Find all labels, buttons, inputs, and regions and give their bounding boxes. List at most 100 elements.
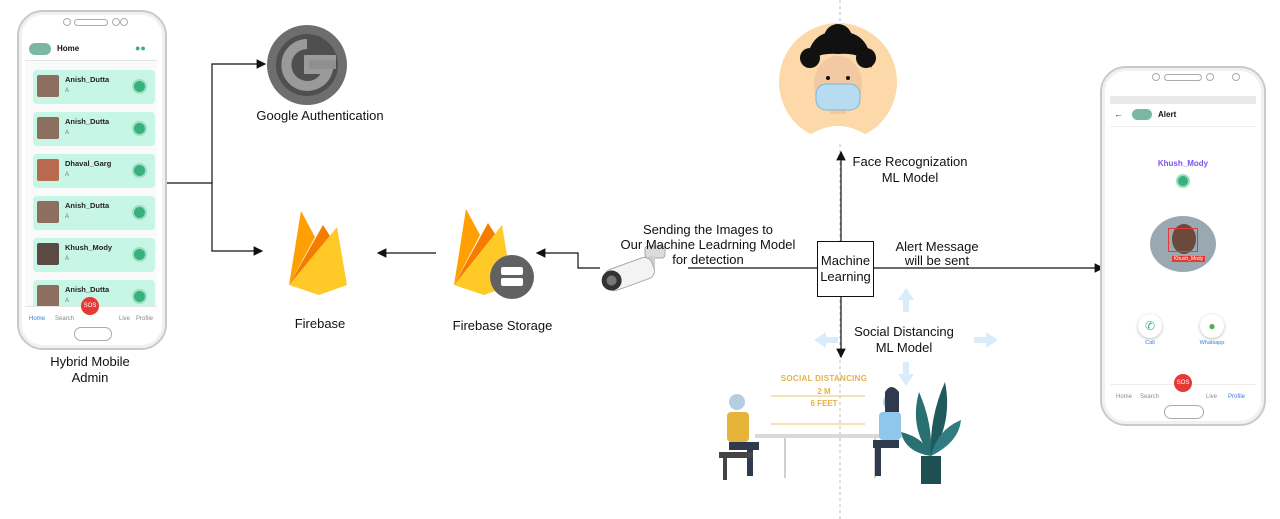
- face-recog-line1: Face Recognization: [852, 154, 968, 169]
- alert-person-name: Khush_Mody: [1157, 159, 1209, 168]
- avatar: [37, 117, 59, 139]
- alert-screen: ← Alert Khush_Mody Khush_Mody ✆ Call ● W…: [1110, 96, 1256, 402]
- location-icon[interactable]: [132, 79, 147, 94]
- arrow-to-google-auth: [157, 59, 267, 184]
- alert-msg-line1: Alert Message: [895, 239, 979, 254]
- user-status: A: [65, 172, 70, 178]
- user-status: A: [65, 256, 70, 262]
- user-card[interactable]: Anish_Dutta A: [33, 196, 155, 230]
- status-bar: [1110, 96, 1256, 104]
- app-logo-icon: [1132, 109, 1152, 120]
- alert-msg-line2: will be sent: [904, 253, 970, 268]
- phone-home-button[interactable]: [1164, 405, 1204, 419]
- social-dist-line1: Social Distancing: [854, 324, 954, 339]
- phone-sensor-dot: [1206, 73, 1214, 81]
- social-dist-line2: ML Model: [875, 340, 933, 355]
- ml-box-line1: Machine: [820, 253, 871, 268]
- alert-header-title: Alert: [1158, 110, 1177, 119]
- firebase-label: Firebase: [294, 316, 346, 331]
- sos-button[interactable]: SOS: [81, 297, 99, 315]
- location-icon[interactable]: [132, 247, 147, 262]
- social-distancing-illustration: [719, 382, 961, 484]
- arrow-to-firebase: [211, 183, 264, 256]
- admin-bottom-nav: Home Search Live Profile: [25, 306, 157, 324]
- google-auth-icon: [267, 25, 347, 105]
- user-name: Dhaval_Garg: [65, 159, 112, 168]
- sending-images-line2: Our Machine Leadrning Model: [620, 237, 796, 252]
- sending-images-line3: for detection: [672, 252, 744, 267]
- call-icon[interactable]: ✆: [1138, 314, 1162, 338]
- sending-images-line1: Sending the Images to: [642, 222, 774, 237]
- google-auth-label: Google Authentication: [256, 108, 384, 123]
- social-illustration-line2: 2 M: [817, 387, 831, 396]
- detection-label: Khush_Mody: [1172, 256, 1206, 262]
- location-icon[interactable]: [132, 205, 147, 220]
- person-photo: Khush_Mody: [1150, 216, 1216, 272]
- nav-live[interactable]: Live: [1206, 394, 1218, 400]
- ml-box-line2: Learning: [820, 269, 871, 284]
- nav-search[interactable]: Search: [55, 316, 75, 322]
- call-label[interactable]: Call: [1145, 340, 1155, 346]
- sos-button[interactable]: SOS: [1174, 374, 1192, 392]
- nav-home[interactable]: Home: [29, 316, 46, 322]
- user-card[interactable]: Dhaval_Garg A: [33, 154, 155, 188]
- user-name: Anish_Dutta: [65, 201, 110, 210]
- user-name: Khush_Mody: [65, 243, 113, 252]
- face-recognition-illustration: [779, 23, 897, 142]
- user-card[interactable]: Anish_Dutta A: [33, 112, 155, 146]
- user-card[interactable]: Anish_Dutta A: [33, 70, 155, 104]
- user-status: A: [65, 88, 70, 94]
- alert-phone: ← Alert Khush_Mody Khush_Mody ✆ Call ● W…: [1100, 66, 1266, 426]
- location-icon[interactable]: [132, 163, 147, 178]
- location-icon[interactable]: [1176, 174, 1190, 188]
- user-name: Anish_Dutta: [65, 285, 110, 294]
- cctv-camera-icon: [601, 245, 666, 292]
- avatar: [37, 243, 59, 265]
- avatar: [37, 201, 59, 223]
- nav-search[interactable]: Search: [1140, 394, 1160, 400]
- user-name: Anish_Dutta: [65, 117, 110, 126]
- nav-home[interactable]: Home: [1116, 394, 1133, 400]
- phone-home-button[interactable]: [74, 327, 112, 341]
- phone-camera-dot: [63, 18, 71, 26]
- social-illustration-line1: SOCIAL DISTANCING: [780, 374, 868, 383]
- admin-phone: Home ●● Anish_Dutta A Anish_Dutta A Dhav…: [17, 10, 167, 350]
- admin-screen: Home ●● Anish_Dutta A Anish_Dutta A Dhav…: [25, 38, 157, 324]
- nav-live[interactable]: Live: [119, 316, 131, 322]
- location-icon[interactable]: [132, 289, 147, 304]
- firebase-icon: [289, 211, 347, 295]
- user-card[interactable]: Khush_Mody A: [33, 238, 155, 272]
- user-status: A: [65, 214, 70, 220]
- machine-learning-box: Machine Learning: [817, 241, 874, 297]
- firebase-storage-label: Firebase Storage: [452, 318, 553, 333]
- avatar: [37, 75, 59, 97]
- face-recog-line2: ML Model: [881, 170, 939, 185]
- phone-sensor-dot: [112, 18, 120, 26]
- avatar: [37, 159, 59, 181]
- admin-header: Home ●●: [25, 38, 157, 61]
- alert-header: ← Alert: [1110, 104, 1256, 127]
- nav-profile[interactable]: Profile: [1228, 394, 1246, 400]
- nav-profile[interactable]: Profile: [136, 316, 154, 322]
- admin-caption-line1: Hybrid Mobile: [50, 354, 130, 369]
- distance-arrows-decoration: [814, 288, 998, 386]
- phone-speaker: [74, 19, 108, 26]
- phone-sensor-dot: [1232, 73, 1240, 81]
- whatsapp-icon[interactable]: ●: [1200, 314, 1224, 338]
- user-status: A: [65, 298, 70, 304]
- phone-camera-dot: [1152, 73, 1160, 81]
- social-illustration-line3: 6 FEET: [810, 399, 838, 408]
- location-icon[interactable]: [132, 121, 147, 136]
- admin-header-title: Home: [57, 44, 80, 53]
- phone-speaker: [1164, 74, 1202, 81]
- admin-caption-line2: Admin: [71, 370, 109, 385]
- app-logo-icon: [29, 43, 51, 55]
- arrow-camera-to-storage: [535, 248, 600, 269]
- whatsapp-label[interactable]: Whatsapp: [1199, 340, 1225, 346]
- group-users-icon[interactable]: ●●: [135, 43, 146, 53]
- user-name: Anish_Dutta: [65, 75, 110, 84]
- user-status: A: [65, 130, 70, 136]
- avatar: [37, 285, 59, 307]
- back-arrow-icon[interactable]: ←: [1114, 109, 1123, 119]
- detection-box: [1168, 228, 1198, 252]
